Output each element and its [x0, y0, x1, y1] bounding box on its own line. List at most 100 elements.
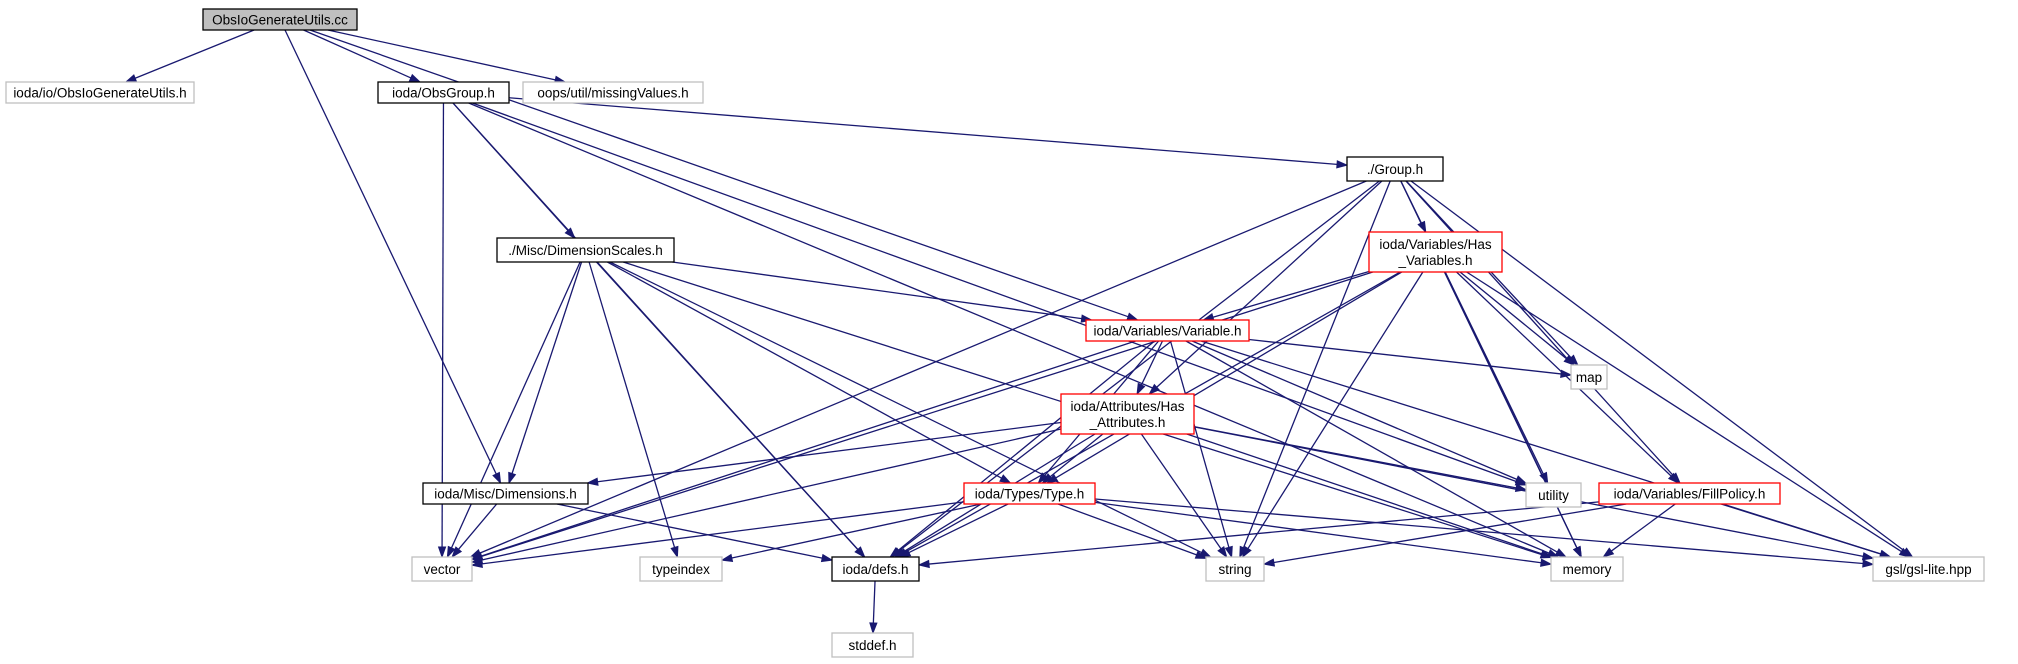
node-dimscales[interactable]: ./Misc/DimensionScales.h	[496, 237, 675, 263]
edge-hasvars-to-variable	[1212, 270, 1370, 318]
node-utility: utility	[1525, 482, 1582, 508]
edge-dimscales-to-typeindex	[588, 261, 676, 548]
node-box	[831, 556, 920, 582]
node-dims[interactable]: ioda/Misc/Dimensions.h	[422, 482, 589, 505]
edge-group-to-hasattrs	[1156, 180, 1383, 388]
node-root[interactable]: ObsIoGenerateUtils.cc	[202, 8, 358, 31]
arrowhead-root-to-variable	[1126, 312, 1139, 321]
node-box	[1205, 556, 1265, 582]
edge-root-to-missing	[327, 29, 556, 81]
node-variable[interactable]: ioda/Variables/Variable.h	[1085, 319, 1250, 342]
arrowhead-fillpolicy-to-defs	[917, 559, 930, 569]
node-label: ObsIoGenerateUtils.cc	[212, 13, 348, 28]
node-label: _Variables.h	[1397, 253, 1472, 268]
arrowhead-hasvars-to-string	[1241, 545, 1252, 559]
node-box	[1368, 231, 1503, 273]
arrowhead-hasattrs-to-string	[1217, 545, 1228, 559]
edge-hasvars-to-type	[1055, 271, 1403, 479]
arrowhead-dims-to-vector	[451, 546, 463, 559]
node-label: string	[1218, 562, 1251, 577]
arrowhead-fillpolicy-to-gsl	[1879, 549, 1892, 558]
node-box	[1872, 556, 1985, 582]
node-label: typeindex	[652, 562, 710, 577]
node-box	[1550, 556, 1624, 582]
node-label: memory	[1563, 562, 1612, 577]
node-box	[422, 482, 589, 505]
node-box	[831, 632, 914, 658]
edge-group-to-string	[1242, 180, 1391, 548]
arrowhead-variable-to-string	[1224, 545, 1233, 559]
node-label: ioda/Misc/Dimensions.h	[434, 487, 577, 502]
arrowhead-type-to-vector	[470, 559, 483, 568]
node-fillpolicy[interactable]: ioda/Variables/FillPolicy.h	[1598, 482, 1781, 505]
arrowhead-root-to-ioutils_h	[124, 74, 138, 83]
node-string: string	[1205, 556, 1265, 582]
node-box	[1570, 364, 1608, 390]
arrowhead-hasvars-to-map	[1563, 355, 1576, 366]
edge-variable-to-utility	[1191, 340, 1518, 480]
edge-hasvars-to-vector	[481, 271, 1374, 558]
arrowhead-type-to-string	[1194, 550, 1208, 559]
arrowhead-variable-to-utility	[1514, 475, 1528, 484]
edge-dims-to-vector	[458, 503, 498, 550]
arrowhead-variable-to-type	[1037, 472, 1049, 485]
edge-root-to-ioutils_h	[134, 29, 255, 79]
node-label: ./Misc/DimensionScales.h	[508, 243, 663, 258]
node-label: _Attributes.h	[1089, 415, 1166, 430]
node-box	[1060, 393, 1195, 435]
node-typeindex: typeindex	[639, 556, 723, 582]
arrowhead-hasattrs-to-type	[1041, 473, 1054, 484]
node-hasvars[interactable]: ioda/Variables/Has_Variables.h	[1368, 231, 1503, 273]
edge-hasvars-to-gsl	[1466, 271, 1902, 553]
node-hasattrs[interactable]: ioda/Attributes/Has_Attributes.h	[1060, 393, 1195, 435]
node-type[interactable]: ioda/Types/Type.h	[963, 482, 1096, 505]
arrowhead-obsgroup-to-vector	[437, 546, 447, 559]
edge-obsgroup-to-vector	[441, 102, 445, 548]
arrowhead-dims-to-defs	[820, 553, 834, 563]
node-box	[1346, 156, 1444, 182]
node-group[interactable]: ./Group.h	[1346, 156, 1444, 182]
arrowhead-hasvars-to-memory	[1572, 545, 1582, 559]
node-vector: vector	[411, 556, 473, 582]
node-label: ./Group.h	[1367, 162, 1423, 177]
node-box	[1598, 482, 1781, 505]
node-label: oops/util/missingValues.h	[537, 86, 688, 101]
arrowhead-type-to-memory	[1540, 558, 1553, 567]
edge-hasvars-to-map	[1459, 271, 1567, 360]
node-label: ioda/io/ObsIoGenerateUtils.h	[13, 86, 186, 101]
node-label: ioda/Types/Type.h	[975, 487, 1085, 502]
nodes-layer: ObsIoGenerateUtils.cc ioda/io/ObsIoGenera…	[5, 8, 1985, 658]
edge-hasattrs-to-dims	[597, 421, 1062, 483]
edge-fillpolicy-to-defs	[928, 501, 1600, 565]
node-label: gsl/gsl-lite.hpp	[1885, 562, 1971, 577]
arrowhead-variable-to-map	[1560, 369, 1573, 379]
edge-type-to-memory	[1094, 501, 1542, 564]
arrowhead-hasvars-to-gsl	[1898, 547, 1912, 558]
edge-obsgroup-to-utility	[472, 102, 1517, 483]
node-label: ioda/Attributes/Has	[1070, 399, 1184, 414]
node-label: map	[1576, 370, 1602, 385]
arrowhead-defs-to-stddef	[869, 622, 878, 635]
edge-variable-to-map	[1248, 338, 1562, 375]
node-obsgroup[interactable]: ioda/ObsGroup.h	[377, 81, 510, 104]
edge-hasattrs-to-memory	[1186, 433, 1543, 555]
edge-dims-to-defs	[556, 503, 823, 559]
edge-hasattrs-to-vector	[481, 428, 1062, 561]
arrowhead-dimscales-to-type	[999, 474, 1012, 484]
edge-dimscales-to-type	[607, 261, 1002, 479]
edge-root-to-variable	[309, 29, 1129, 318]
node-label: ioda/defs.h	[842, 562, 908, 577]
node-defs[interactable]: ioda/defs.h	[831, 556, 920, 582]
arrowhead-dimscales-to-typeindex	[670, 545, 679, 559]
node-box	[1525, 482, 1582, 508]
edge-variable-to-string	[1169, 340, 1230, 548]
edge-dimscales-to-string	[609, 261, 1202, 554]
node-memory: memory	[1550, 556, 1624, 582]
edge-defs-to-stddef	[872, 580, 876, 624]
node-label: vector	[424, 562, 461, 577]
edge-obsgroup-to-memory	[468, 102, 1550, 554]
arrowhead-hasattrs-to-dims	[586, 477, 599, 486]
node-label: ioda/Variables/Variable.h	[1093, 324, 1241, 339]
edge-fillpolicy-to-memory	[1610, 503, 1676, 552]
arrowhead-variable-to-defs	[889, 547, 901, 558]
